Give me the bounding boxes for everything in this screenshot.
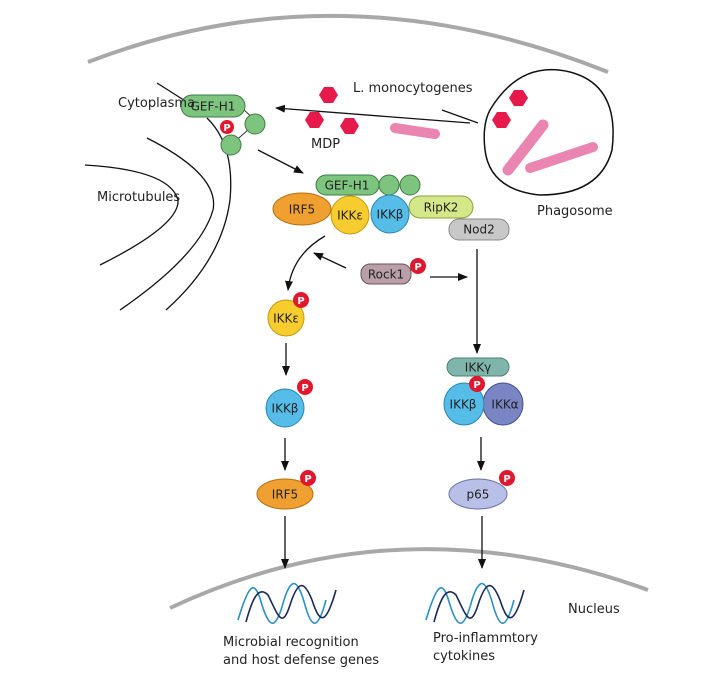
irf5-complex-label: IRF5: [289, 203, 315, 217]
dna-right: [425, 582, 525, 624]
dna-left: [237, 582, 337, 624]
ikke-label: IKKε: [273, 312, 299, 326]
phagosome: [483, 68, 614, 196]
ripk2-label: RipK2: [424, 201, 459, 215]
output-left-line2: and host defense genes: [223, 653, 379, 668]
arrow-to-gef-h1: [275, 104, 471, 124]
phagosome-pointer: [441, 109, 479, 124]
arrow-complex-to-ikke: [285, 235, 326, 291]
phospho-marker: P: [223, 123, 230, 134]
right-cascade: IKKγ IKKα IKKβ P p65 P: [443, 357, 524, 569]
rock1-label: Rock1: [368, 268, 404, 282]
mdp-hexagons: [305, 87, 528, 134]
irf5-label: IRF5: [272, 488, 298, 502]
phospho-marker: P: [473, 380, 480, 391]
phospho-marker: P: [304, 474, 311, 485]
cell-membrane: [87, 13, 609, 74]
gef-h1-complex-label: GEF-H1: [325, 179, 370, 193]
l-monocytogenes-label: L. monocytogenes: [353, 81, 473, 96]
output-right-line2: cytokines: [433, 649, 495, 664]
gef-h1-label: GEF-H1: [191, 100, 236, 114]
output-left-line1: Microbial recognition: [223, 635, 359, 650]
nucleus-label: Nucleus: [568, 602, 620, 617]
rock1: Rock1 P: [360, 258, 426, 285]
ikka-label: IKKα: [491, 398, 518, 412]
phagosome-label: Phagosome: [537, 204, 613, 219]
phospho-marker: P: [414, 262, 421, 273]
cytoplasma-label: Cytoplasma: [118, 96, 195, 111]
ikke-complex-label: IKKε: [337, 209, 363, 223]
nuclear-membrane: [169, 547, 649, 610]
output-right-line1: Pro-inflammtory: [433, 631, 538, 646]
ikkg-label: IKKγ: [465, 361, 491, 375]
arrow-rock1-left: [313, 252, 347, 269]
mdp-label: MDP: [311, 137, 340, 152]
phospho-marker: P: [297, 296, 304, 307]
left-cascade: IKKε P IKKβ P IRF5 P: [256, 292, 316, 569]
gef-h1-top: GEF-H1 P: [180, 94, 266, 156]
ikkb-label: IKKβ: [272, 402, 299, 416]
p65-label: p65: [467, 488, 490, 502]
arrow-gef-to-complex: [257, 149, 304, 174]
nod2-label: Nod2: [463, 223, 495, 237]
microtubules-label: Microtubules: [97, 190, 180, 205]
complex: GEF-H1 IRF5 IKKε IKKβ RipK2 Nod2: [272, 174, 510, 241]
phospho-marker: P: [301, 383, 308, 394]
bacteria: [390, 119, 598, 176]
phospho-marker: P: [503, 474, 510, 485]
ikkb-right-label: IKKβ: [450, 398, 477, 412]
ikkb-complex-label: IKKβ: [377, 208, 404, 222]
